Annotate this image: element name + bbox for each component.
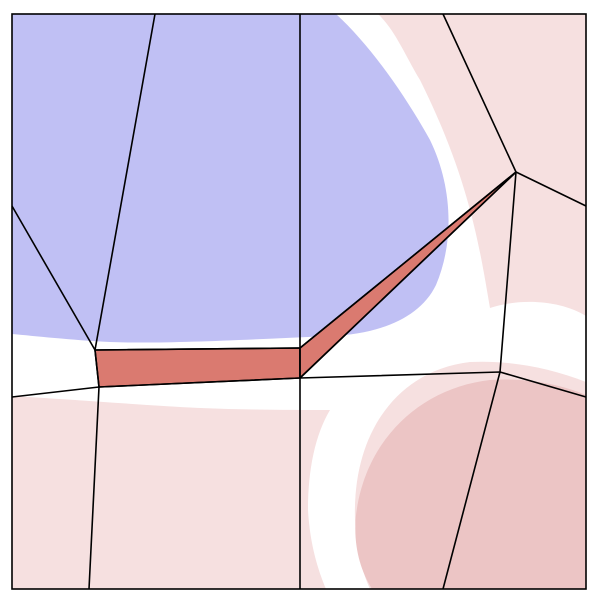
- mesh-edge: [299, 171, 517, 349]
- pink-region-bottom-left: [12, 396, 330, 589]
- blue-region-top-left: [12, 14, 449, 343]
- frame-border: [11, 13, 587, 590]
- mesh-edge: [94, 347, 301, 351]
- pink-region-top-right: [378, 14, 586, 316]
- mesh-edge: [88, 13, 156, 590]
- field-background: [12, 14, 586, 589]
- mesh-edge: [299, 171, 517, 379]
- mesh-edge: [442, 171, 517, 590]
- mesh-edges: [11, 13, 587, 590]
- mesh-edge: [11, 205, 96, 351]
